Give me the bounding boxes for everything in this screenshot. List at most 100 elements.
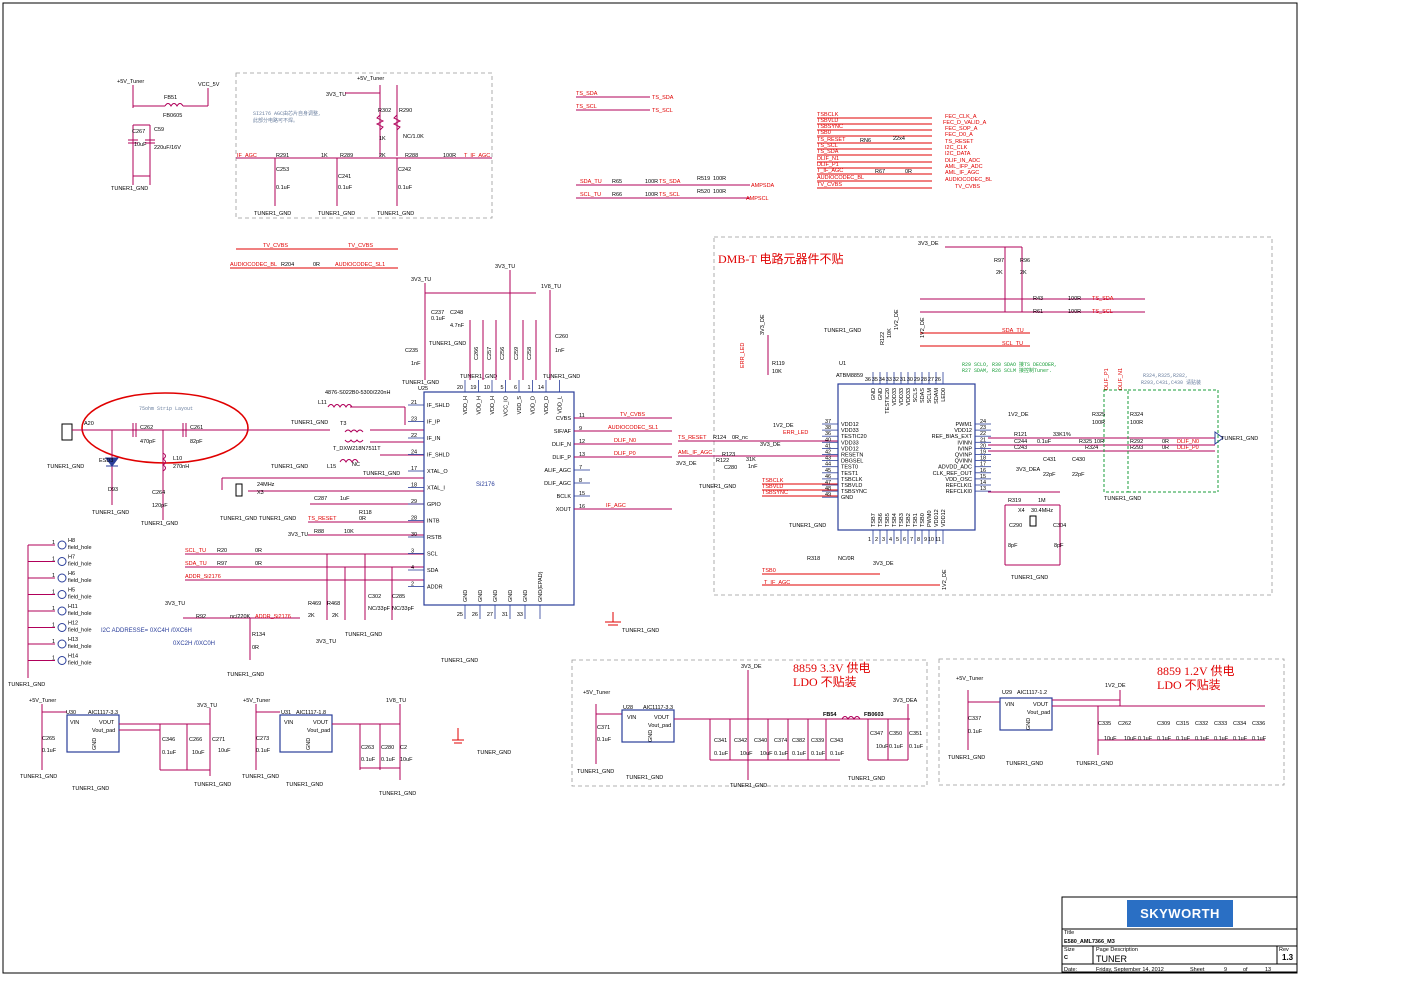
u25-pin-number: 5 [500, 385, 503, 391]
svg-text:1V2_DE: 1V2_DE [773, 423, 794, 429]
u25-pin-label: VDD_S [517, 396, 523, 415]
svg-text:TUNER1_GND: TUNER1_GND [72, 786, 109, 792]
svg-text:3V3_DEA: 3V3_DEA [1016, 467, 1040, 473]
si2176-note-1: SI2176 AGC由芯片自身调整, [253, 110, 321, 117]
u1-pin-label: VDD33 [899, 388, 905, 406]
u25-left-pins: IF_SHLD21IF_IP23IF_IN22IF_SHLD24XTAL_O17… [408, 400, 450, 591]
u25-pin-label: IF_SHLD [427, 403, 450, 409]
svg-text:10uF: 10uF [1124, 736, 1137, 742]
u25-pin-number: 6 [514, 385, 517, 391]
u1-pin-label: TSB6 [878, 513, 884, 527]
svg-text:R520: R520 [697, 189, 710, 195]
u25-pin-label: VCC_IO [504, 395, 510, 416]
u25-pin-number: 30 [411, 532, 417, 538]
u1-pin-number: 11 [935, 537, 941, 543]
u1-pin-number: 34 [879, 377, 885, 383]
u1-pin-label: VDD33 [892, 388, 898, 406]
svg-text:R324: R324 [1130, 412, 1143, 418]
u25-pin-number: 7 [579, 465, 582, 471]
svg-text:DLIF_P1: DLIF_P1 [1104, 368, 1110, 390]
u25-pin-number: 26 [472, 612, 478, 618]
field-hole-ref: H8 [68, 538, 75, 544]
u25-pin-number: 22 [411, 433, 417, 439]
svg-text:+5V_Tuner: +5V_Tuner [583, 690, 610, 696]
u1-pin-label: TSB4 [892, 513, 898, 527]
svg-text:TUNER1_GND: TUNER1_GND [259, 516, 296, 522]
svg-text:100R: 100R [1130, 420, 1143, 426]
u1-pin-label: DBGSEL [841, 459, 863, 465]
u1-pin-number: 4 [889, 537, 892, 543]
svg-text:30.4MHz: 30.4MHz [1031, 508, 1053, 514]
svg-text:TUNER1_GND: TUNER1_GND [271, 464, 308, 470]
svg-text:TSBVLD: TSBVLD [817, 118, 838, 124]
agc-block: SI2176 AGC由芯片自身调整, 此部分电路可不焊。 +5V_Tuner 3… [236, 76, 492, 217]
u25-pin-label: GND [493, 590, 499, 602]
ldo33-subtitle: LDO 不贴装 [793, 675, 857, 689]
field-hole-label: field_hole [68, 661, 92, 667]
svg-text:C248: C248 [450, 310, 463, 316]
svg-text:C333: C333 [1214, 721, 1227, 727]
field-hole-icon [57, 573, 67, 583]
svg-text:0.1uF: 0.1uF [909, 744, 924, 750]
field-hole-label: field_hole [68, 545, 92, 551]
u1-pin-label: VDD33 [841, 428, 859, 434]
svg-text:1V2_DE: 1V2_DE [920, 317, 926, 338]
u1-pin-label: REF_BIAS_EXT [932, 434, 973, 440]
svg-text:1V8_TU: 1V8_TU [541, 284, 561, 290]
svg-text:R319: R319 [1008, 498, 1021, 504]
svg-text:C242: C242 [398, 167, 411, 173]
field-hole-pin: 1 [52, 639, 55, 645]
svg-text:0R_nc: 0R_nc [732, 435, 748, 441]
u1-pin-label: TSB1 [913, 513, 919, 527]
svg-text:TV_CVBS: TV_CVBS [348, 243, 373, 249]
fb0605-label: FB0605 [163, 113, 182, 119]
svg-text:TUNER1_GND: TUNER1_GND [379, 791, 416, 797]
power-filter-block: +5V_Tuner FB51 FB0605 VCC_5V C267 10uF C… [111, 79, 220, 192]
svg-text:AUDIOCODEC_BL: AUDIOCODEC_BL [230, 262, 277, 268]
svg-text:TUNER1_GND: TUNER1_GND [460, 374, 497, 380]
svg-text:1nF: 1nF [748, 464, 758, 470]
svg-text:R118: R118 [359, 510, 372, 516]
svg-text:DLIF_N0: DLIF_N0 [614, 438, 636, 444]
svg-text:10uF: 10uF [740, 751, 753, 757]
svg-text:3V3_TU: 3V3_TU [326, 92, 346, 98]
ldo33-title: 8859 3.3V 供电 [793, 661, 870, 675]
svg-text:TUNER1_GND: TUNER1_GND [1076, 761, 1113, 767]
svg-text:AML_IFP_ADC: AML_IFP_ADC [945, 164, 983, 170]
u1-pin-number: 9 [924, 537, 927, 543]
svg-text:0.1uF: 0.1uF [811, 751, 826, 757]
svg-text:C237: C237 [431, 310, 444, 316]
svg-text:AUDIOCODEC_BL: AUDIOCODEC_BL [945, 177, 992, 183]
u1-pin-number: 40 [825, 437, 831, 443]
u25-pin-label: GND(EPAD) [538, 571, 544, 602]
svg-text:C257: C257 [487, 347, 493, 360]
svg-text:A20: A20 [84, 421, 94, 427]
svg-text:C374: C374 [774, 738, 787, 744]
resistor-note-2: R293,C431,C430 请贴装 [1141, 379, 1201, 386]
svg-text:3V3_DE: 3V3_DE [873, 561, 894, 567]
dmbt-support: 3V3_DE R97 2K R96 2K R43 100R R61 100R T… [676, 241, 1258, 590]
svg-text:10uF: 10uF [192, 750, 205, 756]
svg-text:TUNER1_GND: TUNER1_GND [429, 341, 466, 347]
field-hole-icon [57, 656, 67, 665]
u25-pin-number: 29 [411, 499, 417, 505]
u1-pin-label: TSBCLK [841, 477, 863, 483]
u1-pin-label: IVINP [958, 446, 973, 452]
svg-text:FB0603: FB0603 [864, 712, 884, 718]
svg-text:ERR_LED: ERR_LED [783, 430, 808, 436]
svg-text:0.1uF: 0.1uF [162, 750, 177, 756]
u1-pin-number: 43 [825, 456, 831, 462]
ldo12-title: 8859 1.2V 供电 [1157, 664, 1234, 678]
svg-text:R43: R43 [1033, 296, 1043, 302]
dmbt-block-outline [713, 236, 1273, 596]
svg-text:C262: C262 [140, 425, 153, 431]
u1-pin-label: REFCLKI0 [946, 489, 972, 495]
field-hole-label: field_hole [68, 562, 92, 568]
u1-pin-number: 46 [825, 474, 831, 480]
svg-text:TSB0: TSB0 [817, 130, 831, 136]
svg-text:22pF: 22pF [1072, 472, 1085, 478]
svg-text:AUDIOCODEC_SL1: AUDIOCODEC_SL1 [608, 425, 658, 431]
svg-text:10uF: 10uF [760, 751, 773, 757]
u1-pin-label: VDD33 [906, 388, 912, 406]
svg-text:C244: C244 [1014, 439, 1027, 445]
